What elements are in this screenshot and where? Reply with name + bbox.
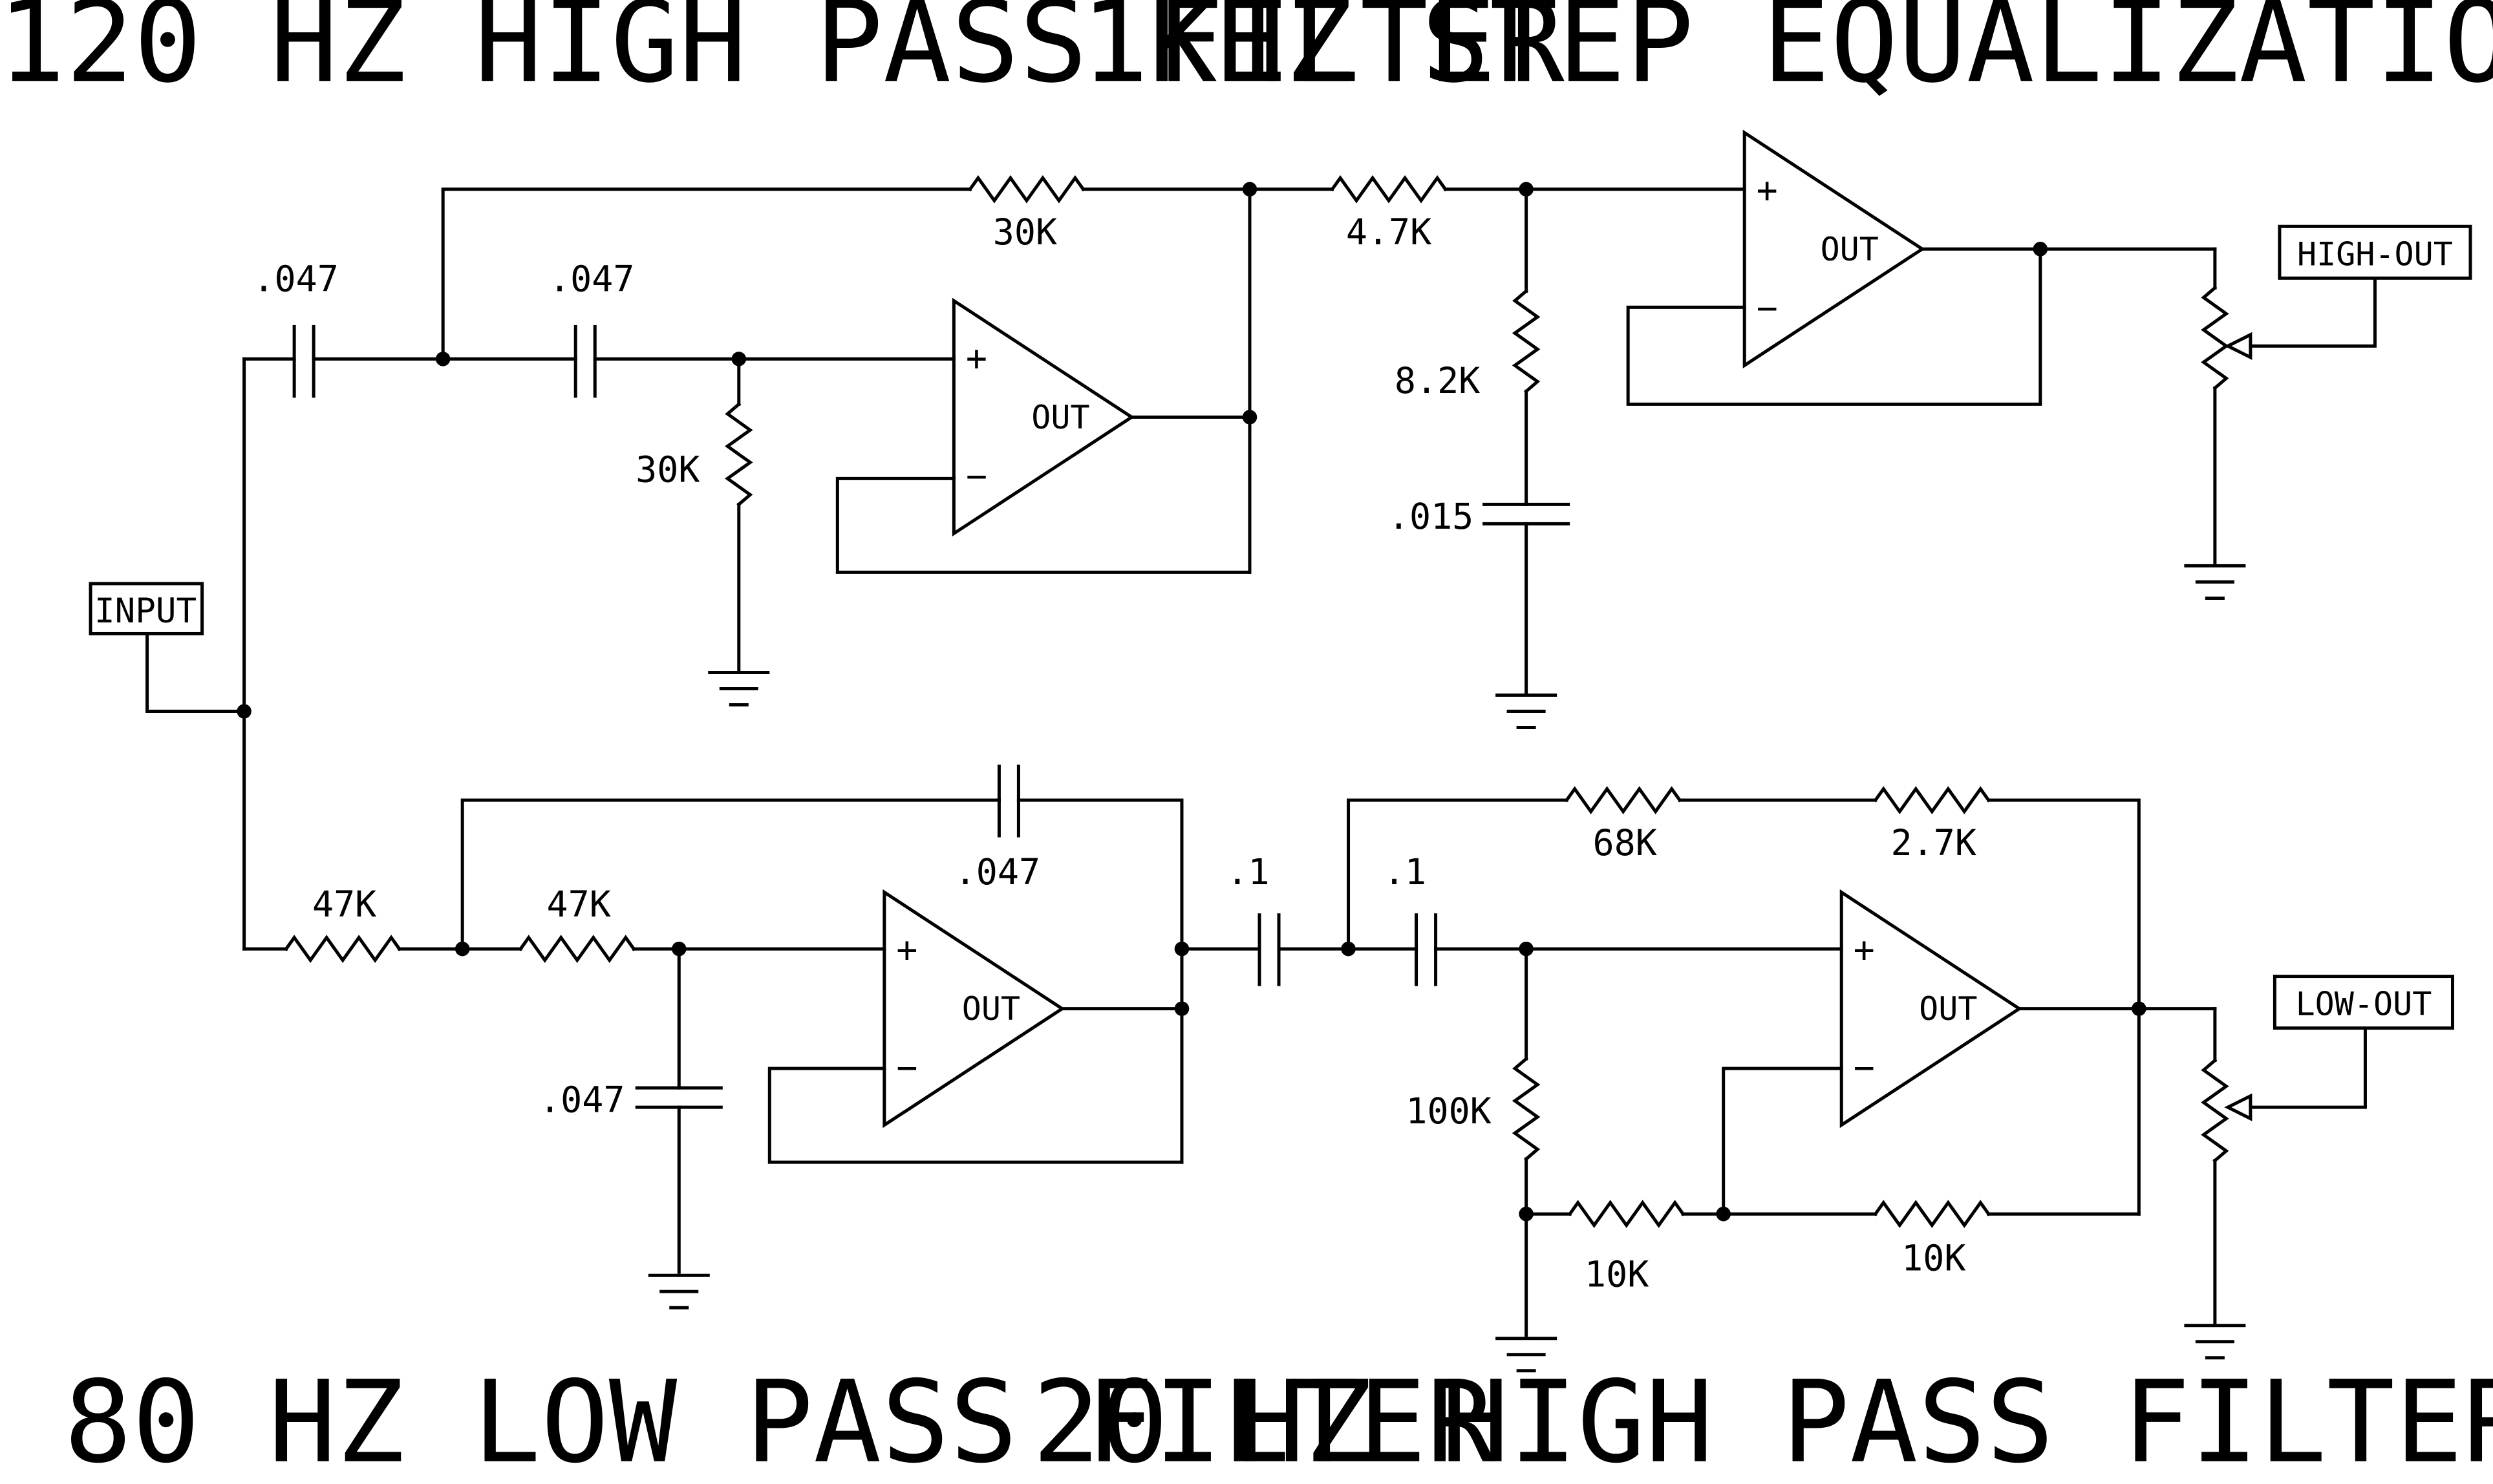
- high-out-port-label: HIGH-OUT: [2297, 235, 2453, 273]
- hp20-r-div1-label: 10K: [1585, 1254, 1649, 1295]
- low-out-port: LOW-OUT: [2273, 975, 2454, 1030]
- hp120-opamp-plus: +: [966, 337, 987, 379]
- hp20-wiring: [1180, 786, 2367, 1373]
- lp80-r2-label: 47K: [547, 884, 611, 925]
- eq1k-opamp-plus: +: [1757, 169, 1778, 211]
- hp20-junction-out: [2132, 1001, 2146, 1016]
- eq1k-opamp-out: OUT: [1821, 231, 1879, 268]
- hp20-junction-gnd: [1519, 1206, 1534, 1222]
- lp80-opamp-out: OUT: [962, 990, 1020, 1028]
- hp120-r-fb-label: 30K: [993, 211, 1057, 253]
- title-120hz-high-pass: 120 HZ HIGH PASS FILTER: [0, 0, 1565, 108]
- lp80-r1-label: 47K: [312, 884, 376, 925]
- hp20-r-fb2-label: 2.7K: [1891, 822, 1976, 864]
- hp120-opamp-out: OUT: [1031, 399, 1089, 436]
- hp120-junction-out: [1242, 410, 1257, 425]
- low-out-port-label: LOW-OUT: [2296, 986, 2432, 1023]
- hp120-c2-label: .047: [549, 258, 634, 299]
- hp20-r-div2-label: 10K: [1901, 1238, 1965, 1279]
- lp80-junction-r1r2: [455, 941, 470, 957]
- lp80-c-gnd-label: .047: [539, 1079, 625, 1121]
- hp120-r-gnd-label: 30K: [636, 449, 700, 490]
- hp120-junction-plus: [731, 352, 747, 366]
- high-out-port: HIGH-OUT: [2278, 224, 2472, 280]
- lp80-opamp-plus: +: [896, 929, 917, 970]
- hp20-junction-minus: [1716, 1206, 1731, 1222]
- input-wiring: [145, 357, 246, 951]
- lp80-c-fb-label: .047: [955, 851, 1040, 893]
- hp20-opamp-minus: −: [1854, 1047, 1875, 1088]
- lp80-junction-plus: [672, 941, 687, 957]
- eq1k-r-shunt-label: 8.2K: [1395, 360, 1480, 401]
- hp20-r-gnd-label: 100K: [1406, 1090, 1491, 1132]
- hp120-junction-c1c2: [435, 352, 451, 366]
- input-port: INPUT: [89, 582, 204, 635]
- hp120-c1-label: .047: [253, 258, 338, 299]
- title-1khz-step-equalization: 1KHZ STEP EQUALIZATION: [1081, 0, 2493, 108]
- title-20hz-high-pass: 20 HZ HIGH PASS FILTER: [1033, 1357, 2493, 1484]
- hp20-opamp-out: OUT: [1919, 990, 1977, 1028]
- hp20-c2-label: .1: [1384, 851, 1426, 893]
- eq1k-junction-shunt: [1519, 182, 1534, 197]
- eq1k-opamp-minus: −: [1757, 287, 1778, 328]
- eq1k-c-shunt-label: .015: [1388, 496, 1473, 537]
- input-junction: [237, 704, 251, 719]
- eq1k-r-series-label: 4.7K: [1346, 211, 1431, 253]
- lp80-junction-out: [1174, 1001, 1190, 1016]
- hp20-opamp-plus: +: [1854, 929, 1875, 970]
- hp20-junction-c1c2: [1341, 941, 1356, 957]
- eq1k-junction-out: [2033, 242, 2048, 257]
- hp120-opamp-minus: −: [966, 455, 987, 496]
- title-80hz-low-pass: 80 HZ LOW PASS FILTER: [64, 1357, 1495, 1484]
- hp120-wiring: [242, 175, 1252, 706]
- hp20-c1-label: .1: [1226, 851, 1269, 893]
- hp20-r-fb1-label: 68K: [1592, 822, 1656, 864]
- lp80-opamp-minus: −: [896, 1047, 917, 1088]
- eq1k-wiring: [1248, 129, 2377, 729]
- hp20-junction-plus: [1519, 941, 1534, 957]
- input-port-label: INPUT: [94, 591, 197, 631]
- lp80-wiring: [242, 765, 1184, 1309]
